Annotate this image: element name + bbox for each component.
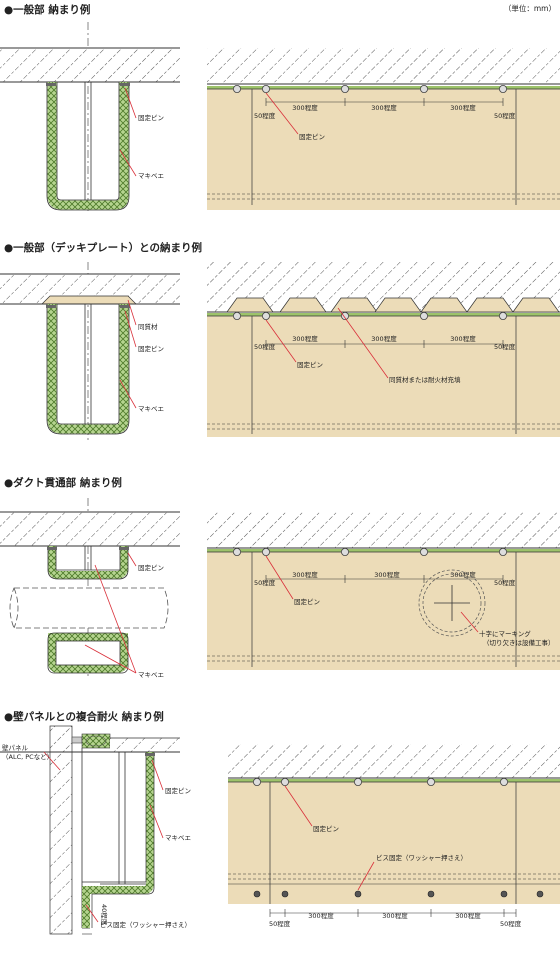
spacing-label: 300程度 — [382, 911, 408, 920]
pin-label: 固定ピン — [165, 786, 191, 795]
right-elevation: 300程度 300程度 300程度 50程度 50程度 固定ピン 同質材または耐… — [207, 262, 560, 437]
section-title: ●一般部 納まり例 — [4, 3, 90, 16]
pin-label: 固定ピン — [299, 132, 325, 141]
left-cross-section: 同質材 固定ピン マキベエ — [0, 262, 180, 440]
left-cross-section: 固定ピン マキベエ — [0, 498, 180, 679]
makibee-label: マキベエ — [138, 172, 164, 180]
unit-note: （単位：mm） — [504, 3, 556, 13]
filler-label: 同質材 — [138, 322, 158, 331]
section-duct: ●ダクト貫通部 納まり例 固定ピン マキベエ — [0, 476, 560, 679]
end-label-right: 50程度 — [494, 111, 516, 120]
pin-label: 固定ピン — [313, 824, 339, 833]
left-cross-section: 40程度 壁パネル （ALC, PCなど） 固定ピン マキベエ ビス固定（ワッシ… — [0, 725, 191, 935]
spacing-label: 300程度 — [292, 334, 318, 343]
spacing-label: 300程度 — [371, 334, 397, 343]
section-title: ●壁パネルとの複合耐火 納まり例 — [4, 710, 164, 723]
section-title: ●ダクト貫通部 納まり例 — [4, 476, 122, 489]
right-elevation: 300程度 300程度 300程度 50程度 50程度 固定ピン 十字にマーキン… — [207, 512, 560, 670]
pin-label: 固定ピン — [294, 597, 320, 606]
spacing-label: 300程度 — [374, 570, 400, 579]
end-label-left: 50程度 — [254, 111, 276, 120]
makibee-label: マキベエ — [165, 834, 191, 842]
spacing-label: 300程度 — [450, 103, 476, 112]
end-label-left: 50程度 — [269, 919, 291, 928]
right-elevation: 300程度 300程度 300程度 50程度 50程度 固定ピン — [207, 48, 560, 210]
spacing-label: 300程度 — [308, 911, 334, 920]
spacing-label: 300程度 — [292, 103, 318, 112]
pin-label: 固定ピン — [138, 344, 164, 353]
pin-label: 固定ピン — [297, 360, 323, 369]
filler-label: 同質材または耐火材充填 — [389, 375, 461, 384]
section-wall-panel: ●壁パネルとの複合耐火 納まり例 40程度 — [0, 710, 560, 935]
end-label-right: 50程度 — [494, 342, 516, 351]
marking-note: （切り欠きは設備工事） — [483, 638, 555, 647]
section-general: ●一般部 納まり例 固定ピン マキベエ — [0, 3, 560, 214]
dim-label: 40程度 — [100, 904, 109, 926]
spacing-label: 300程度 — [455, 911, 481, 920]
end-label-left: 50程度 — [254, 342, 276, 351]
pin-label: 固定ピン — [138, 563, 164, 572]
section-title: ●一般部（デッキプレート）との納まり例 — [4, 241, 202, 254]
screw-label: ビス固定（ワッシャー押さえ） — [100, 920, 191, 929]
makibee-label: マキベエ — [138, 671, 164, 679]
spacing-label: 300程度 — [292, 570, 318, 579]
spacing-label: 300程度 — [450, 570, 476, 579]
left-cross-section: 固定ピン マキベエ — [0, 22, 180, 214]
makibee-label: マキベエ — [138, 405, 164, 413]
right-elevation: 固定ピン ビス固定（ワッシャー押さえ） 300程度 300程度 300程度 50… — [228, 744, 560, 928]
pin-label: 固定ピン — [138, 113, 164, 122]
wall-label: 壁パネル — [2, 743, 29, 752]
wall-note: （ALC, PCなど） — [2, 753, 53, 761]
marking-label: 十字にマーキング — [479, 629, 531, 638]
screw-label: ビス固定（ワッシャー押さえ） — [376, 853, 467, 862]
spacing-label: 300程度 — [450, 334, 476, 343]
spacing-label: 300程度 — [371, 103, 397, 112]
section-deck-plate: ●一般部（デッキプレート）との納まり例 同質材 固定ピン マキベエ — [0, 241, 560, 440]
end-label-left: 50程度 — [254, 578, 276, 587]
end-label-right: 50程度 — [500, 919, 522, 928]
end-label-right: 50程度 — [494, 578, 516, 587]
